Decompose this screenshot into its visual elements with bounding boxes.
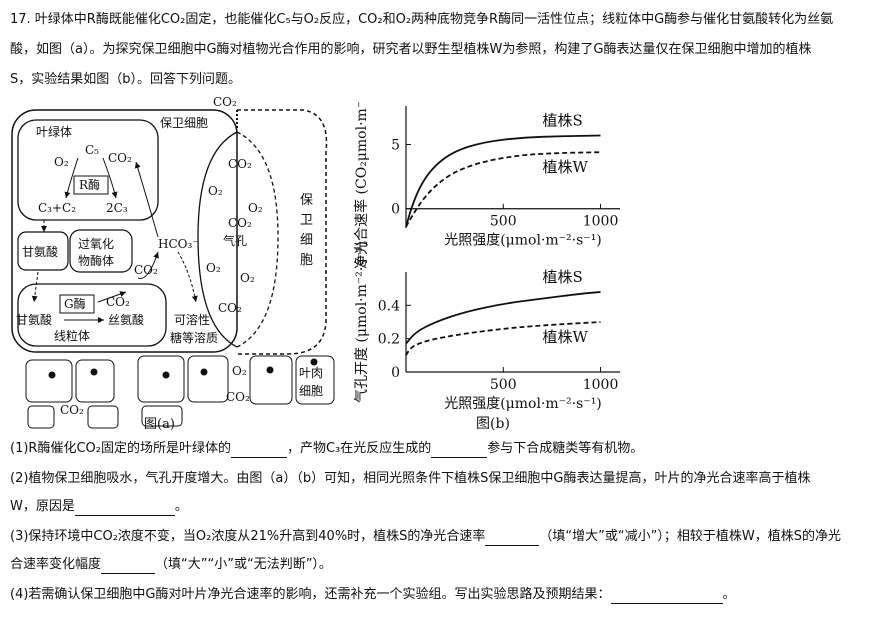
guard-cell-label: 保卫细胞 <box>160 116 208 130</box>
answer-blank-2[interactable] <box>74 501 175 516</box>
chart-1-y-label: 净光合速率 (CO₂μmol·m⁻²·s⁻¹) <box>353 100 370 269</box>
chart-2-y-tick-label: 0.2 <box>378 332 400 348</box>
chart-2-y-tick-label: 0.4 <box>378 298 400 314</box>
stoma-left-wall <box>197 131 238 348</box>
stoma-o2-2: O₂ <box>248 201 263 215</box>
chart-1-y-tick-label: 5 <box>391 138 400 154</box>
r-enzyme-label: R酶 <box>79 177 100 192</box>
guard-right-char-1: 保 <box>300 193 313 208</box>
mito-co2: CO₂ <box>106 295 130 309</box>
chart-2-y-tick-label: 0 <box>391 365 400 381</box>
mitochondrion-outline <box>17 283 167 347</box>
figure-b-caption: 图(b) <box>476 416 510 430</box>
intro-line-3: S，实验结果如图（b）。回答下列问题。 <box>10 72 242 87</box>
chloroplast-outline <box>17 119 159 221</box>
two-c3-label: 2C₃ <box>106 201 128 215</box>
guard-right-char-3: 细 <box>300 233 313 248</box>
chart-2-x-tick-label: 500 <box>490 377 517 393</box>
stoma-right-wall <box>236 131 279 348</box>
mesophyll-label-1: 叶肉 <box>299 366 323 380</box>
question-3-line-2: 合速率变化幅度（填“大”“小”或“无法判断”）。 <box>10 557 332 574</box>
guard-cell-left-outline <box>11 109 238 353</box>
soluble-label-1: 可溶性 <box>174 312 210 327</box>
guard-right-char-2: 卫 <box>300 213 313 228</box>
chart-2-x-tick-label: 1000 <box>583 377 619 393</box>
answer-blank-4[interactable] <box>610 589 723 604</box>
chart-1-series-2-line <box>405 151 601 228</box>
chart-1-x-tick-label: 500 <box>490 214 517 230</box>
soluble-label-2: 糖等溶质 <box>170 330 218 345</box>
guard-cell-right-outline <box>237 109 328 355</box>
bottom-o2: O₂ <box>232 364 247 378</box>
mesophyll-label-2: 细胞 <box>299 384 323 398</box>
peroxisome-label-1: 过氧化 <box>78 237 114 251</box>
serine-label: 丝氨酸 <box>108 312 144 327</box>
question-2-line-1: (2)植物保卫细胞吸水，气孔开度增大。由图（a）（b）可知，相同光照条件下植株S… <box>10 471 811 486</box>
co2-top-label: CO₂ <box>213 95 237 109</box>
chart-1-series-1-line <box>405 134 601 227</box>
stoma-label: 气孔 <box>223 233 247 248</box>
stoma-co2-2: CO₂ <box>228 216 252 230</box>
answer-blank-1a[interactable] <box>230 443 287 458</box>
chart-2-series-2-label: 植株W <box>543 328 589 346</box>
question-4: (4)若需确认保卫细胞中G酶对叶片净光合速率的影响，还需补充一个实验组。写出实验… <box>10 587 736 604</box>
chart-2-series-2-line <box>405 321 601 356</box>
chart-2-x-label: 光照强度(μmol·m⁻²·s⁻¹) <box>444 396 602 412</box>
chart-2-series-1-line <box>405 291 601 345</box>
glycine-top-label: 甘氨酸 <box>22 244 58 259</box>
cytosol-co2: CO₂ <box>134 263 158 277</box>
chloroplast-o2: O₂ <box>54 155 69 169</box>
stoma-o2-3: O₂ <box>206 261 221 275</box>
intro-line-2: 酸，如图（a）。为探究保卫细胞中G酶对植物光合作用的影响，研究者以野生型植株W为… <box>10 42 812 57</box>
question-3-line-1: (3)保持环境中CO₂浓度不变，当O₂浓度从21%升高到40%时，植株S的净光合… <box>10 529 841 546</box>
figure-b-charts: 0 5 500 1000 光照强度(μmol·m⁻²·s⁻¹) 净光合速率 (CO₂μmo… <box>353 100 620 430</box>
guard-right-char-4: 胞 <box>300 253 313 268</box>
stoma-co2-3: CO₂ <box>218 301 242 315</box>
hco3-label: HCO₃⁻ <box>158 237 199 251</box>
answer-blank-3a[interactable] <box>485 531 540 546</box>
mitochondrion-label: 线粒体 <box>54 328 90 343</box>
g-enzyme-box <box>59 294 95 314</box>
chloroplast-co2: CO₂ <box>108 151 132 165</box>
answer-blank-1b[interactable] <box>431 443 488 458</box>
stoma-co2-1: CO₂ <box>228 157 252 171</box>
c5-label: C₅ <box>85 143 99 157</box>
answer-blank-3b[interactable] <box>101 559 156 574</box>
chart-1-x-tick-label: 1000 <box>583 214 619 230</box>
figure-a-diagram: CO₂ 保卫细胞 叶绿体 C₅ O₂ CO₂ R酶 C₃+C₂ 2C₃ 甘氨酸 … <box>11 95 335 432</box>
chart-1-series-1-label: 植株S <box>543 112 583 130</box>
chart-2: 0 0.2 0.4 500 1000 光照强度(μmol·m⁻²·s⁻¹) 气孔开度 (μm… <box>354 241 620 430</box>
chart-1-x-label: 光照强度(μmol·m⁻²·s⁻¹) <box>444 233 602 249</box>
figure-a-caption: 图(a) <box>144 417 175 432</box>
glycine-bottom-label: 甘氨酸 <box>16 312 52 327</box>
question-1: (1)R酶催化CO₂固定的场所是叶绿体的，产物C₃在光反应生成的参与下合成糖类等… <box>10 441 644 458</box>
c3c2-label: C₃+C₂ <box>38 201 76 215</box>
bottom-co2-2: CO₂ <box>226 390 250 404</box>
bottom-co2: CO₂ <box>60 403 84 417</box>
question-2-line-2: W，原因是。 <box>10 499 188 516</box>
chart-1-series-2-label: 植株W <box>543 158 589 176</box>
r-enzyme-box <box>73 175 109 195</box>
g-enzyme-label: G酶 <box>64 296 86 311</box>
peroxisome-outline <box>69 229 133 273</box>
chart-1: 0 5 500 1000 光照强度(μmol·m⁻²·s⁻¹) 净光合速率 (CO₂μmo… <box>353 100 620 269</box>
chart-1-y-tick-label: 0 <box>391 202 400 218</box>
stoma-o2-1: O₂ <box>208 184 223 198</box>
intro-line-1: 17. 叶绿体中R酶既能催化CO₂固定，也能催化C₅与O₂反应，CO₂和O₂两种… <box>10 12 834 27</box>
stoma-o2-4: O₂ <box>240 271 255 285</box>
chloroplast-label: 叶绿体 <box>36 124 72 139</box>
peroxisome-label-2: 物酶体 <box>78 253 114 268</box>
chart-2-series-1-label: 植株S <box>543 268 583 286</box>
chart-2-y-label: 气孔开度 (μmol·m⁻²·s⁻¹) <box>354 241 370 403</box>
